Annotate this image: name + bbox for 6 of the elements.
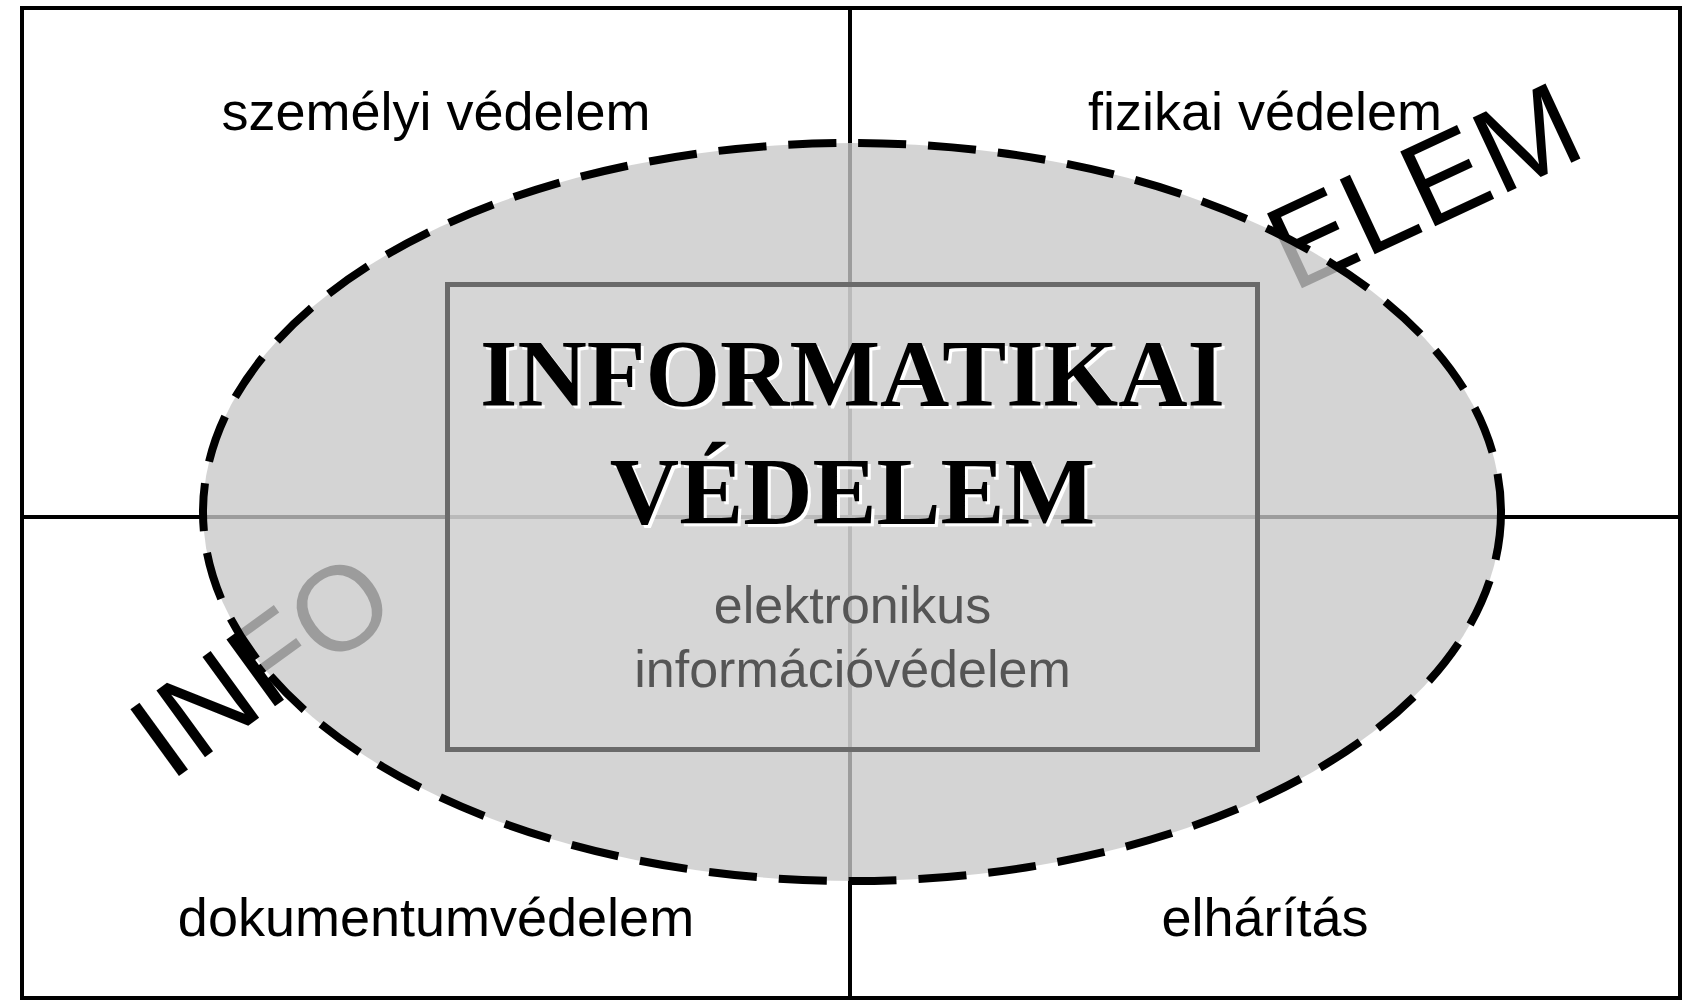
quadrant-label: elhárítás [1161,886,1369,948]
inner-box [445,282,1260,752]
quadrant-label: személyi védelem [221,80,651,142]
quadrant-label: dokumentumvédelem [177,886,695,948]
heading: INFORMATIKAI VÉDELEM [479,319,1226,547]
subheading: elektronikus információvédelem [633,575,1072,700]
